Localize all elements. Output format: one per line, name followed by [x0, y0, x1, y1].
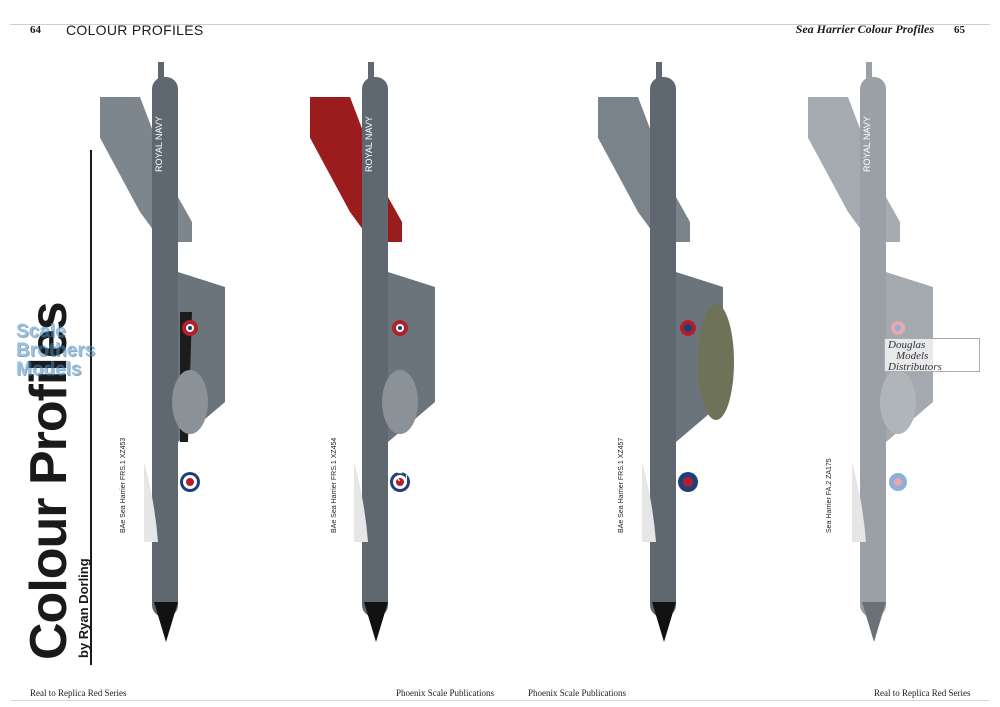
canopy — [354, 462, 368, 542]
footer-left: Real to Replica Red Series — [30, 688, 127, 698]
fuselage — [650, 77, 676, 617]
aircraft-profile-3: 14 — [598, 62, 734, 642]
nose-cone — [364, 602, 388, 642]
nose-cone — [652, 602, 676, 642]
fuselage — [860, 77, 886, 617]
caption-profile-4: Sea Harrier FA.2 ZA175 — [826, 458, 833, 533]
tail-label: ROYAL NAVY — [862, 116, 872, 172]
fin — [598, 97, 690, 242]
fin — [808, 97, 900, 242]
side-code: 250 — [394, 458, 410, 482]
caption-profile-3: BAe Sea Harrier FRS.1 XZ457 — [618, 437, 625, 533]
fuselage — [152, 77, 178, 617]
pitot — [368, 62, 374, 92]
aircraft-profile-2: ROYAL NAVY N 250 — [310, 62, 435, 642]
top-frame — [10, 0, 990, 25]
drop-tank — [172, 370, 208, 434]
nose-cone — [154, 602, 178, 642]
footer-center-right: Phoenix Scale Publications — [528, 688, 626, 698]
drop-tank — [880, 370, 916, 434]
right-page-number: 65 — [954, 24, 965, 36]
fuselage — [362, 77, 388, 617]
left-page-number: 64 — [30, 24, 41, 36]
tail-label: ROYAL NAVY — [154, 116, 164, 172]
footer-rule — [10, 700, 990, 701]
canopy — [642, 462, 656, 542]
side-code: 105 — [184, 508, 200, 532]
right-running-head: Sea Harrier Colour Profiles — [795, 22, 934, 36]
watermark-right: Douglas Models Distributors — [884, 338, 980, 373]
title-rule — [90, 150, 92, 665]
tail-label: ROYAL NAVY — [364, 116, 374, 172]
drop-tank-olive — [698, 304, 734, 420]
side-code: 126 — [892, 450, 908, 474]
fin — [310, 97, 402, 242]
left-running-head: COLOUR PROFILES — [66, 22, 204, 38]
pitot — [656, 62, 662, 92]
canopy — [144, 462, 158, 542]
caption-profile-2: BAe Sea Harrier FRS.1 XZ454 — [331, 437, 338, 533]
pitot — [866, 62, 872, 92]
canopy — [852, 462, 866, 542]
footer-right: Real to Replica Red Series — [874, 688, 971, 698]
aircraft-profile-1: ROYAL NAVY VL 105 — [100, 62, 225, 642]
side-code: 14 — [689, 516, 705, 532]
footer-center-left: Phoenix Scale Publications — [396, 688, 494, 698]
aircraft-profile-4: ROYAL NAVY 126 — [808, 62, 933, 642]
nose-cone — [862, 602, 886, 642]
watermark-left: Scale Brothers Models — [16, 321, 96, 380]
pitot — [158, 62, 164, 92]
drop-tank — [382, 370, 418, 434]
caption-profile-1: BAe Sea Harrier FRS.1 XZ453 — [120, 437, 127, 533]
fin — [100, 97, 192, 242]
